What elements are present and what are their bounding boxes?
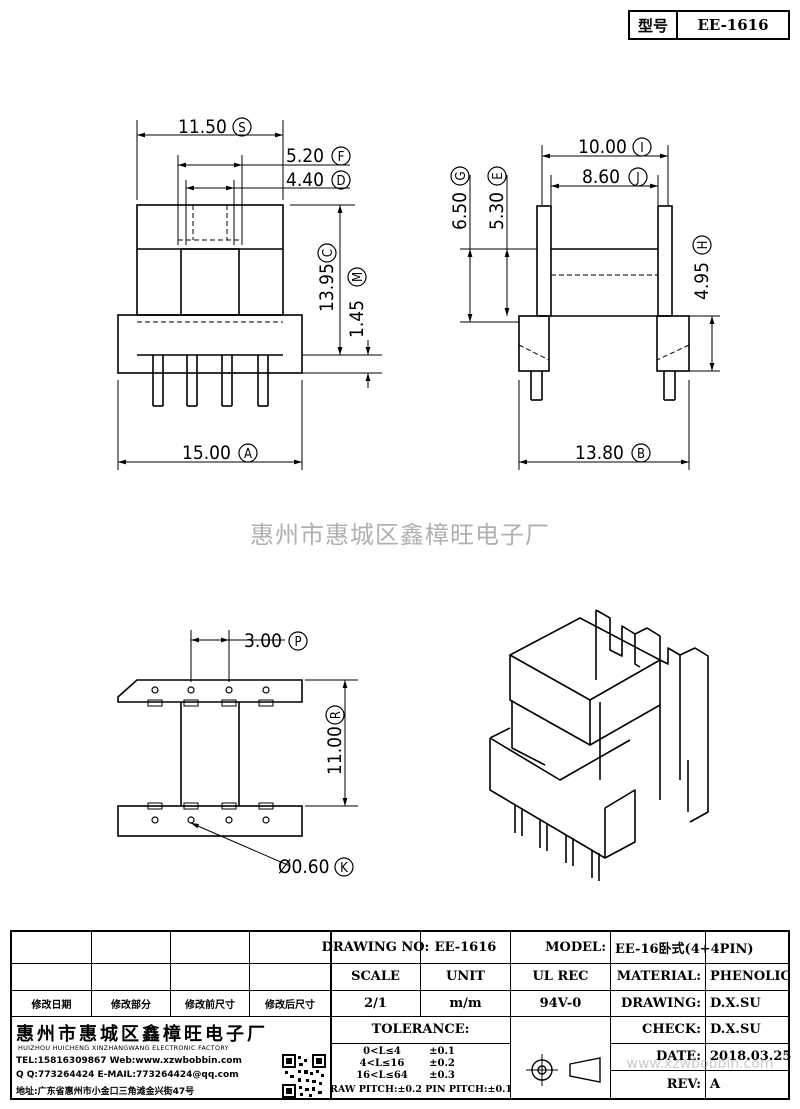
scale-label: SCALE — [351, 969, 400, 984]
tol2-range: 4<L≤16 — [359, 1057, 405, 1069]
tag-s: S — [238, 121, 245, 136]
rev-col-after: 修改后尺寸 — [265, 999, 315, 1011]
dim-e: 5.30 — [486, 192, 508, 230]
rev-col-date: 修改日期 — [31, 999, 72, 1011]
dim-a: 15.00 — [182, 442, 231, 464]
front-view — [117, 120, 382, 470]
raw-pitch: RAW PITCH:±0.2 PIN PITCH:±0.1 — [329, 1083, 513, 1095]
tag-j: J — [635, 171, 639, 186]
watermark: 惠州市惠城区鑫樟旺电子厂 — [250, 521, 550, 549]
qr-code-icon — [282, 1054, 326, 1098]
company-tel: TEL:15816309867 Web:www.xzwbobbin.com — [16, 1056, 242, 1066]
material-value: PHENOLIC — [710, 969, 791, 984]
tag-h: H — [696, 241, 711, 250]
tol1-range: 0<L≤4 — [363, 1045, 401, 1057]
dim-j: 8.60 — [582, 166, 620, 188]
company-address: 地址:广东省惠州市小金口三角滩金兴街47号 — [16, 1087, 195, 1097]
drawing-no-label: DRAWING NO: — [321, 940, 430, 955]
bottom-view — [117, 630, 358, 867]
company-qq: Q Q:773264424 E-MAIL:773264424@qq.com — [16, 1070, 239, 1080]
company-name-en: HUIZHOU HUICHENG XINZHANGWANG ELECTRONIC… — [18, 1044, 229, 1052]
dim-i: 10.00 — [578, 136, 627, 158]
rev-col-before: 修改前尺寸 — [185, 999, 235, 1011]
tol1-value: ±0.1 — [429, 1045, 455, 1057]
check-label: CHECK: — [642, 1022, 701, 1037]
side-view — [460, 145, 720, 470]
date-value: 2018.03.25 — [710, 1049, 792, 1064]
dim-b: 13.80 — [575, 442, 624, 464]
tag-f: F — [338, 150, 345, 165]
model-label: MODEL: — [545, 940, 606, 955]
model-box-label: 型号 — [630, 12, 678, 38]
dim-g: 6.50 — [449, 192, 471, 230]
tag-k: K — [340, 861, 348, 876]
ul-rec-label: UL REC — [532, 969, 589, 984]
unit-label: UNIT — [446, 969, 485, 984]
tag-r: R — [329, 711, 344, 719]
drawing-by-value: D.X.SU — [710, 995, 761, 1011]
dim-c: 13.95 — [316, 263, 338, 312]
tol3-range: 16<L≤64 — [356, 1069, 408, 1081]
dim-s: 11.50 — [178, 116, 227, 138]
tol3-value: ±0.3 — [429, 1069, 455, 1081]
dim-r: 11.00 — [324, 726, 346, 775]
tol2-value: ±0.2 — [429, 1057, 455, 1069]
dim-k: Ø0.60 — [278, 856, 330, 878]
isometric-view — [489, 609, 709, 881]
tag-i: I — [640, 141, 643, 156]
company-name-cn: 惠州市惠城区鑫樟旺电子厂 — [16, 1024, 268, 1045]
tag-p: P — [294, 635, 301, 650]
model-box-value: EE-1616 — [697, 16, 769, 34]
model-value: EE-16卧式(4+4PIN) — [615, 942, 754, 957]
rev-label: REV: — [666, 1076, 701, 1092]
date-label: DATE: — [655, 1049, 701, 1064]
footer-watermark: www.xzwbobbin.com — [626, 1056, 774, 1072]
tag-a: A — [244, 447, 252, 462]
tag-b: B — [637, 447, 645, 462]
drawing-by-label: DRAWING: — [621, 995, 701, 1011]
check-value: D.X.SU — [710, 1022, 761, 1037]
tag-c: C — [321, 249, 336, 257]
company-info: 惠州市惠城区鑫樟旺电子厂 HUIZHOU HUICHENG XINZHANGWA… — [12, 994, 330, 1100]
tag-g: G — [454, 171, 469, 180]
projection-symbol — [526, 1054, 601, 1086]
drawing-no-value: EE-1616 — [434, 940, 497, 955]
rev-col-part: 修改部分 — [111, 999, 151, 1011]
tag-m: M — [351, 272, 366, 282]
rev-value: A — [710, 1076, 721, 1092]
dim-m: 1.45 — [346, 300, 368, 338]
dim-f: 5.20 — [286, 145, 324, 167]
dim-h: 4.95 — [691, 262, 713, 300]
tolerance-label: TOLERANCE: — [371, 1022, 470, 1037]
dim-p: 3.00 — [244, 630, 282, 652]
scale-value: 2/1 — [364, 995, 387, 1011]
tag-d: D — [336, 174, 345, 189]
unit-value: m/m — [449, 995, 482, 1011]
tag-e: E — [491, 172, 506, 179]
material-label: MATERIAL: — [616, 969, 701, 984]
model-box: 型号 EE-1616 — [628, 10, 790, 40]
dim-d: 4.40 — [286, 169, 324, 191]
title-block: DRAWING NO: EE-1616 MODEL: EE-16卧式(4+4PI… — [10, 930, 792, 1100]
ul-rec-value: 94V-0 — [539, 995, 582, 1011]
